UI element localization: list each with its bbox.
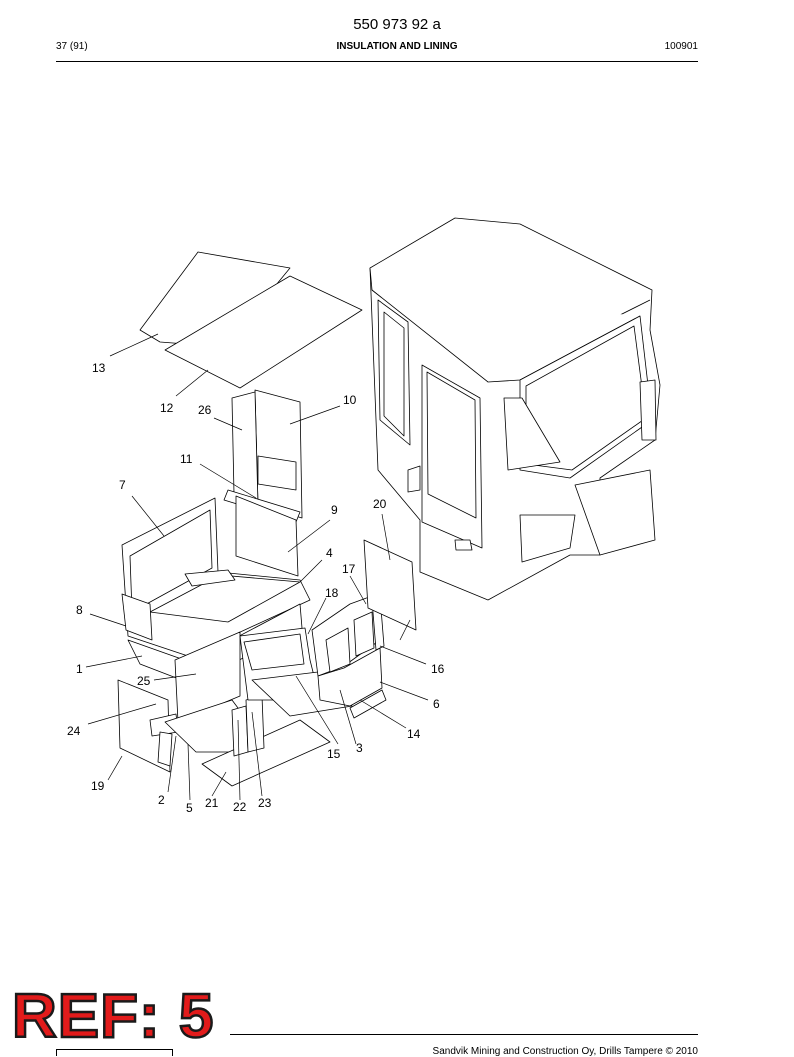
document-number: 550 973 92 a — [353, 16, 441, 33]
footer-copyright: Sandvik Mining and Construction Oy, Dril… — [432, 1046, 698, 1057]
callout-18: 18 — [325, 586, 339, 600]
part-23 — [245, 695, 265, 753]
callout-26: 26 — [198, 403, 212, 417]
callout-15: 15 — [327, 747, 341, 761]
part-18 — [243, 633, 305, 671]
callout-10: 10 — [343, 393, 357, 407]
callout-24: 24 — [67, 724, 81, 738]
callout-9: 9 — [331, 503, 338, 517]
callout-1: 1 — [76, 662, 83, 676]
callout-14: 14 — [407, 727, 421, 741]
callout-12: 12 — [160, 401, 174, 415]
footer-rule — [230, 1034, 698, 1035]
callout-23: 23 — [258, 796, 272, 810]
part-6 — [349, 689, 387, 719]
part-2 — [157, 731, 173, 767]
part-26 — [231, 391, 259, 506]
part-25 — [174, 631, 241, 723]
callout-19: 19 — [91, 779, 105, 793]
callout-16: 16 — [431, 662, 445, 676]
callout-13: 13 — [92, 361, 106, 375]
callout-20: 20 — [373, 497, 387, 511]
document-date: 100901 — [664, 41, 698, 52]
header-rule — [56, 61, 698, 62]
callout-4: 4 — [326, 546, 333, 560]
callout-11: 11 — [180, 452, 193, 466]
callout-3: 3 — [356, 741, 363, 755]
page-number: 37 (91) — [56, 41, 88, 52]
part-14 — [317, 647, 383, 707]
callout-2: 2 — [158, 793, 165, 807]
part-19 — [117, 679, 171, 773]
ref-stamp: REF: 5 — [11, 982, 215, 1051]
callout-7: 7 — [119, 478, 126, 492]
callout-25: 25 — [137, 674, 151, 688]
part-20 — [363, 539, 417, 631]
part-8 — [121, 593, 153, 641]
callout-21: 21 — [205, 796, 219, 810]
part-22 — [231, 705, 249, 757]
callout-6: 6 — [433, 697, 440, 711]
part-9 — [235, 495, 299, 577]
cab-assembly — [369, 217, 661, 601]
part-10 — [254, 389, 303, 519]
leader-lines — [85, 333, 429, 801]
section-title: INSULATION AND LINING — [336, 41, 458, 52]
callout-17: 17 — [342, 562, 356, 576]
callout-8: 8 — [76, 603, 83, 617]
callout-5: 5 — [186, 801, 193, 815]
callout-22: 22 — [233, 800, 247, 814]
part-12 — [164, 275, 363, 389]
